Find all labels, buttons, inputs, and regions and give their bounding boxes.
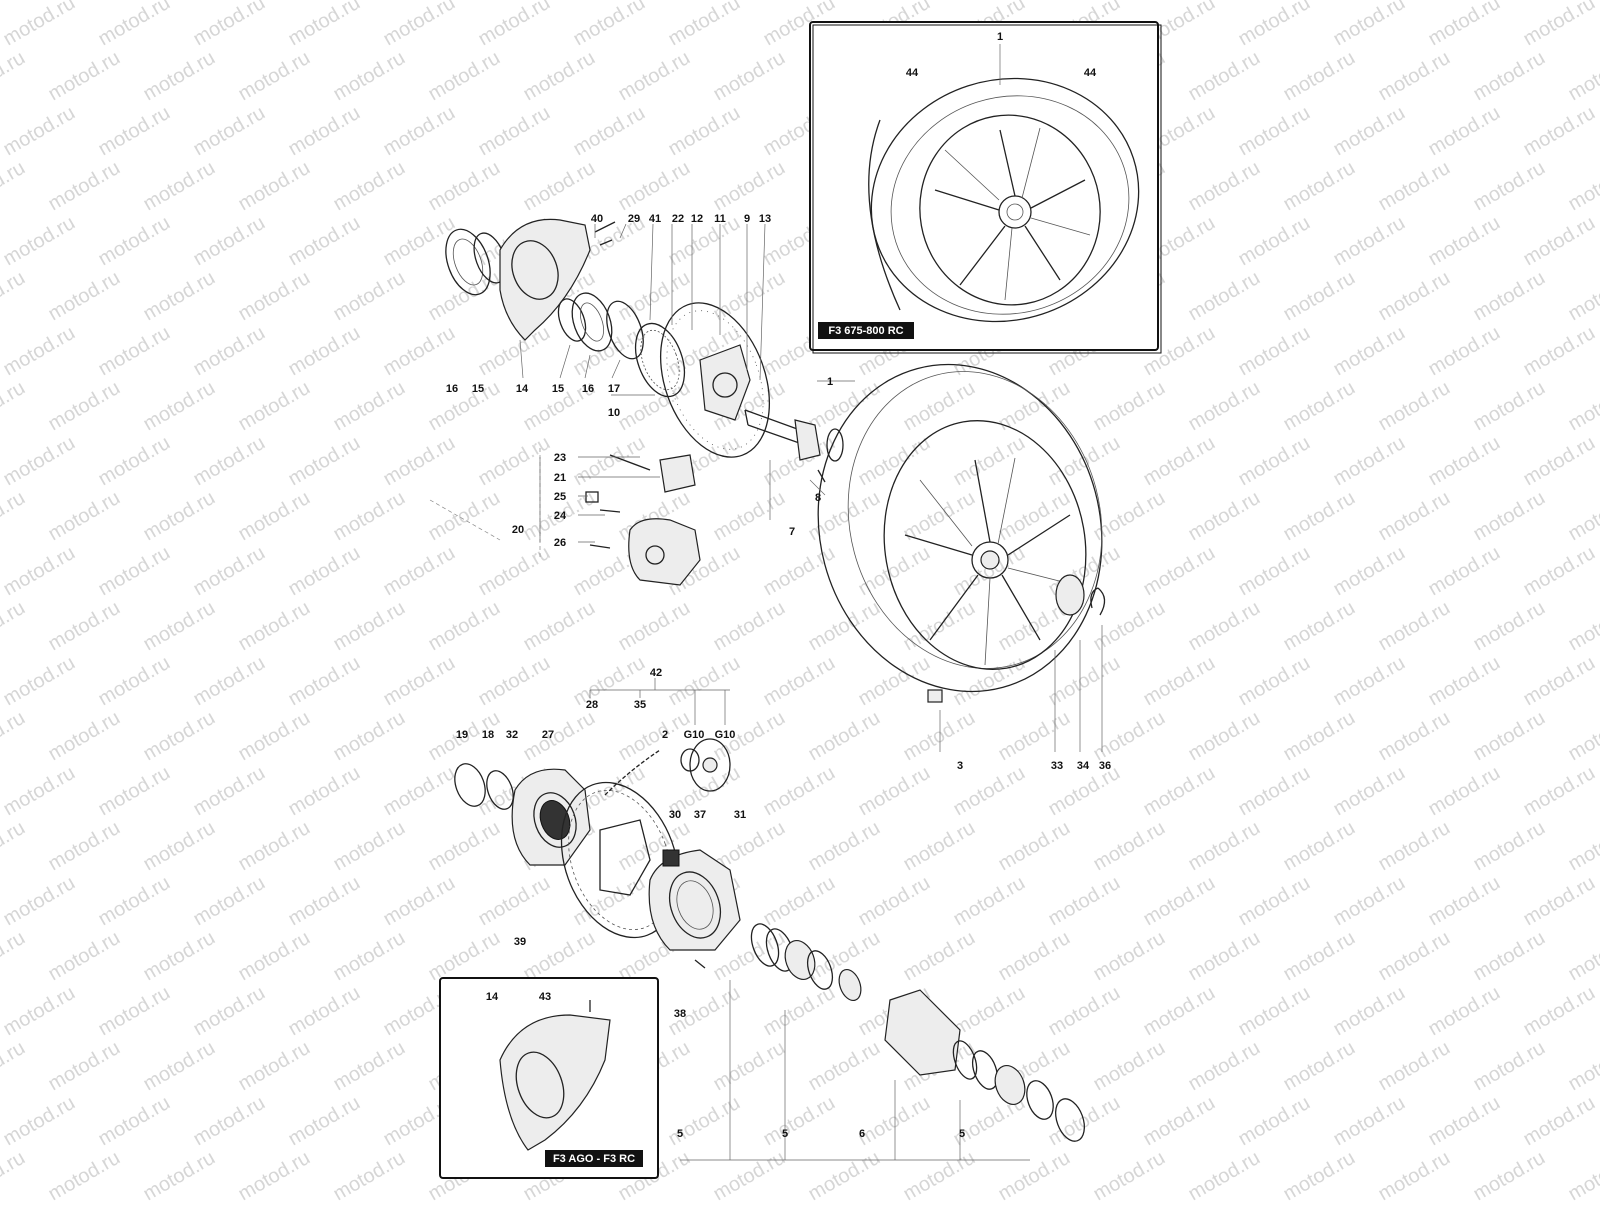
- callout: 41: [649, 213, 661, 225]
- callout: 38: [674, 1008, 686, 1020]
- callout: 23: [554, 452, 566, 464]
- inset-label-ago-rc: F3 AGO - F3 RC: [553, 1153, 635, 1165]
- brake-assembly: [429, 218, 844, 586]
- callout: 12: [691, 213, 703, 225]
- callout: 6: [859, 1128, 865, 1140]
- callout: 37: [694, 809, 706, 821]
- callout: 26: [554, 537, 566, 549]
- callout: 43: [539, 991, 551, 1003]
- callout: 16: [446, 383, 458, 395]
- callout: 39: [514, 936, 526, 948]
- main-wheel: [817, 363, 1106, 703]
- callout: 3: [957, 760, 963, 772]
- inset-top-right: F3 675-800 RC 1 44 44: [809, 21, 1162, 354]
- sprocket-assembly: [454, 738, 741, 969]
- callout: 34: [1077, 760, 1090, 772]
- callout: 1: [997, 31, 1003, 43]
- callout: 10: [608, 407, 620, 419]
- callout: 33: [1051, 760, 1063, 772]
- callout: 19: [456, 729, 468, 741]
- callout: 21: [554, 472, 566, 484]
- callout: 2: [662, 729, 668, 741]
- callout: 35: [634, 699, 646, 711]
- callout: 24: [554, 510, 567, 522]
- callout-labels: 40 29 41 22 12 11 9 13 16 15 14 15 16 17…: [446, 213, 1111, 1140]
- callout: 15: [472, 383, 484, 395]
- callout: 25: [554, 491, 566, 503]
- callout: 7: [789, 526, 795, 538]
- callout: 28: [586, 699, 598, 711]
- callout: 1: [827, 376, 833, 388]
- callout: 13: [759, 213, 771, 225]
- callout: 5: [782, 1128, 788, 1140]
- inset-bottom-left: F3 AGO - F3 RC 14 43: [439, 977, 659, 1179]
- callout: 17: [608, 383, 620, 395]
- callout: 30: [669, 809, 681, 821]
- callout: 5: [959, 1128, 965, 1140]
- callout: 15: [552, 383, 564, 395]
- callout: 27: [542, 729, 554, 741]
- callout: G10: [684, 729, 705, 741]
- callout: 18: [482, 729, 494, 741]
- hub-bearings: [680, 923, 1085, 1161]
- callout: 44: [906, 67, 919, 79]
- callout: 40: [591, 213, 603, 225]
- callout: 9: [744, 213, 750, 225]
- callout: 32: [506, 729, 518, 741]
- callout: 5: [677, 1128, 683, 1140]
- callout: 8: [815, 492, 821, 504]
- callout: 14: [486, 991, 499, 1003]
- inset-wheel-drawing: [868, 77, 1140, 323]
- callout: G10: [715, 729, 736, 741]
- callout: 14: [516, 383, 529, 395]
- callout: 31: [734, 809, 746, 821]
- callout: 11: [714, 213, 726, 225]
- callout: 36: [1099, 760, 1111, 772]
- inset-label-675-800: F3 675-800 RC: [828, 325, 903, 337]
- leader-lines: [519, 223, 1103, 752]
- callout: 44: [1084, 67, 1097, 79]
- callout: 42: [650, 667, 662, 679]
- callout: 29: [628, 213, 640, 225]
- callout: 16: [582, 383, 594, 395]
- callout: 20: [512, 524, 524, 536]
- callout: 22: [672, 213, 684, 225]
